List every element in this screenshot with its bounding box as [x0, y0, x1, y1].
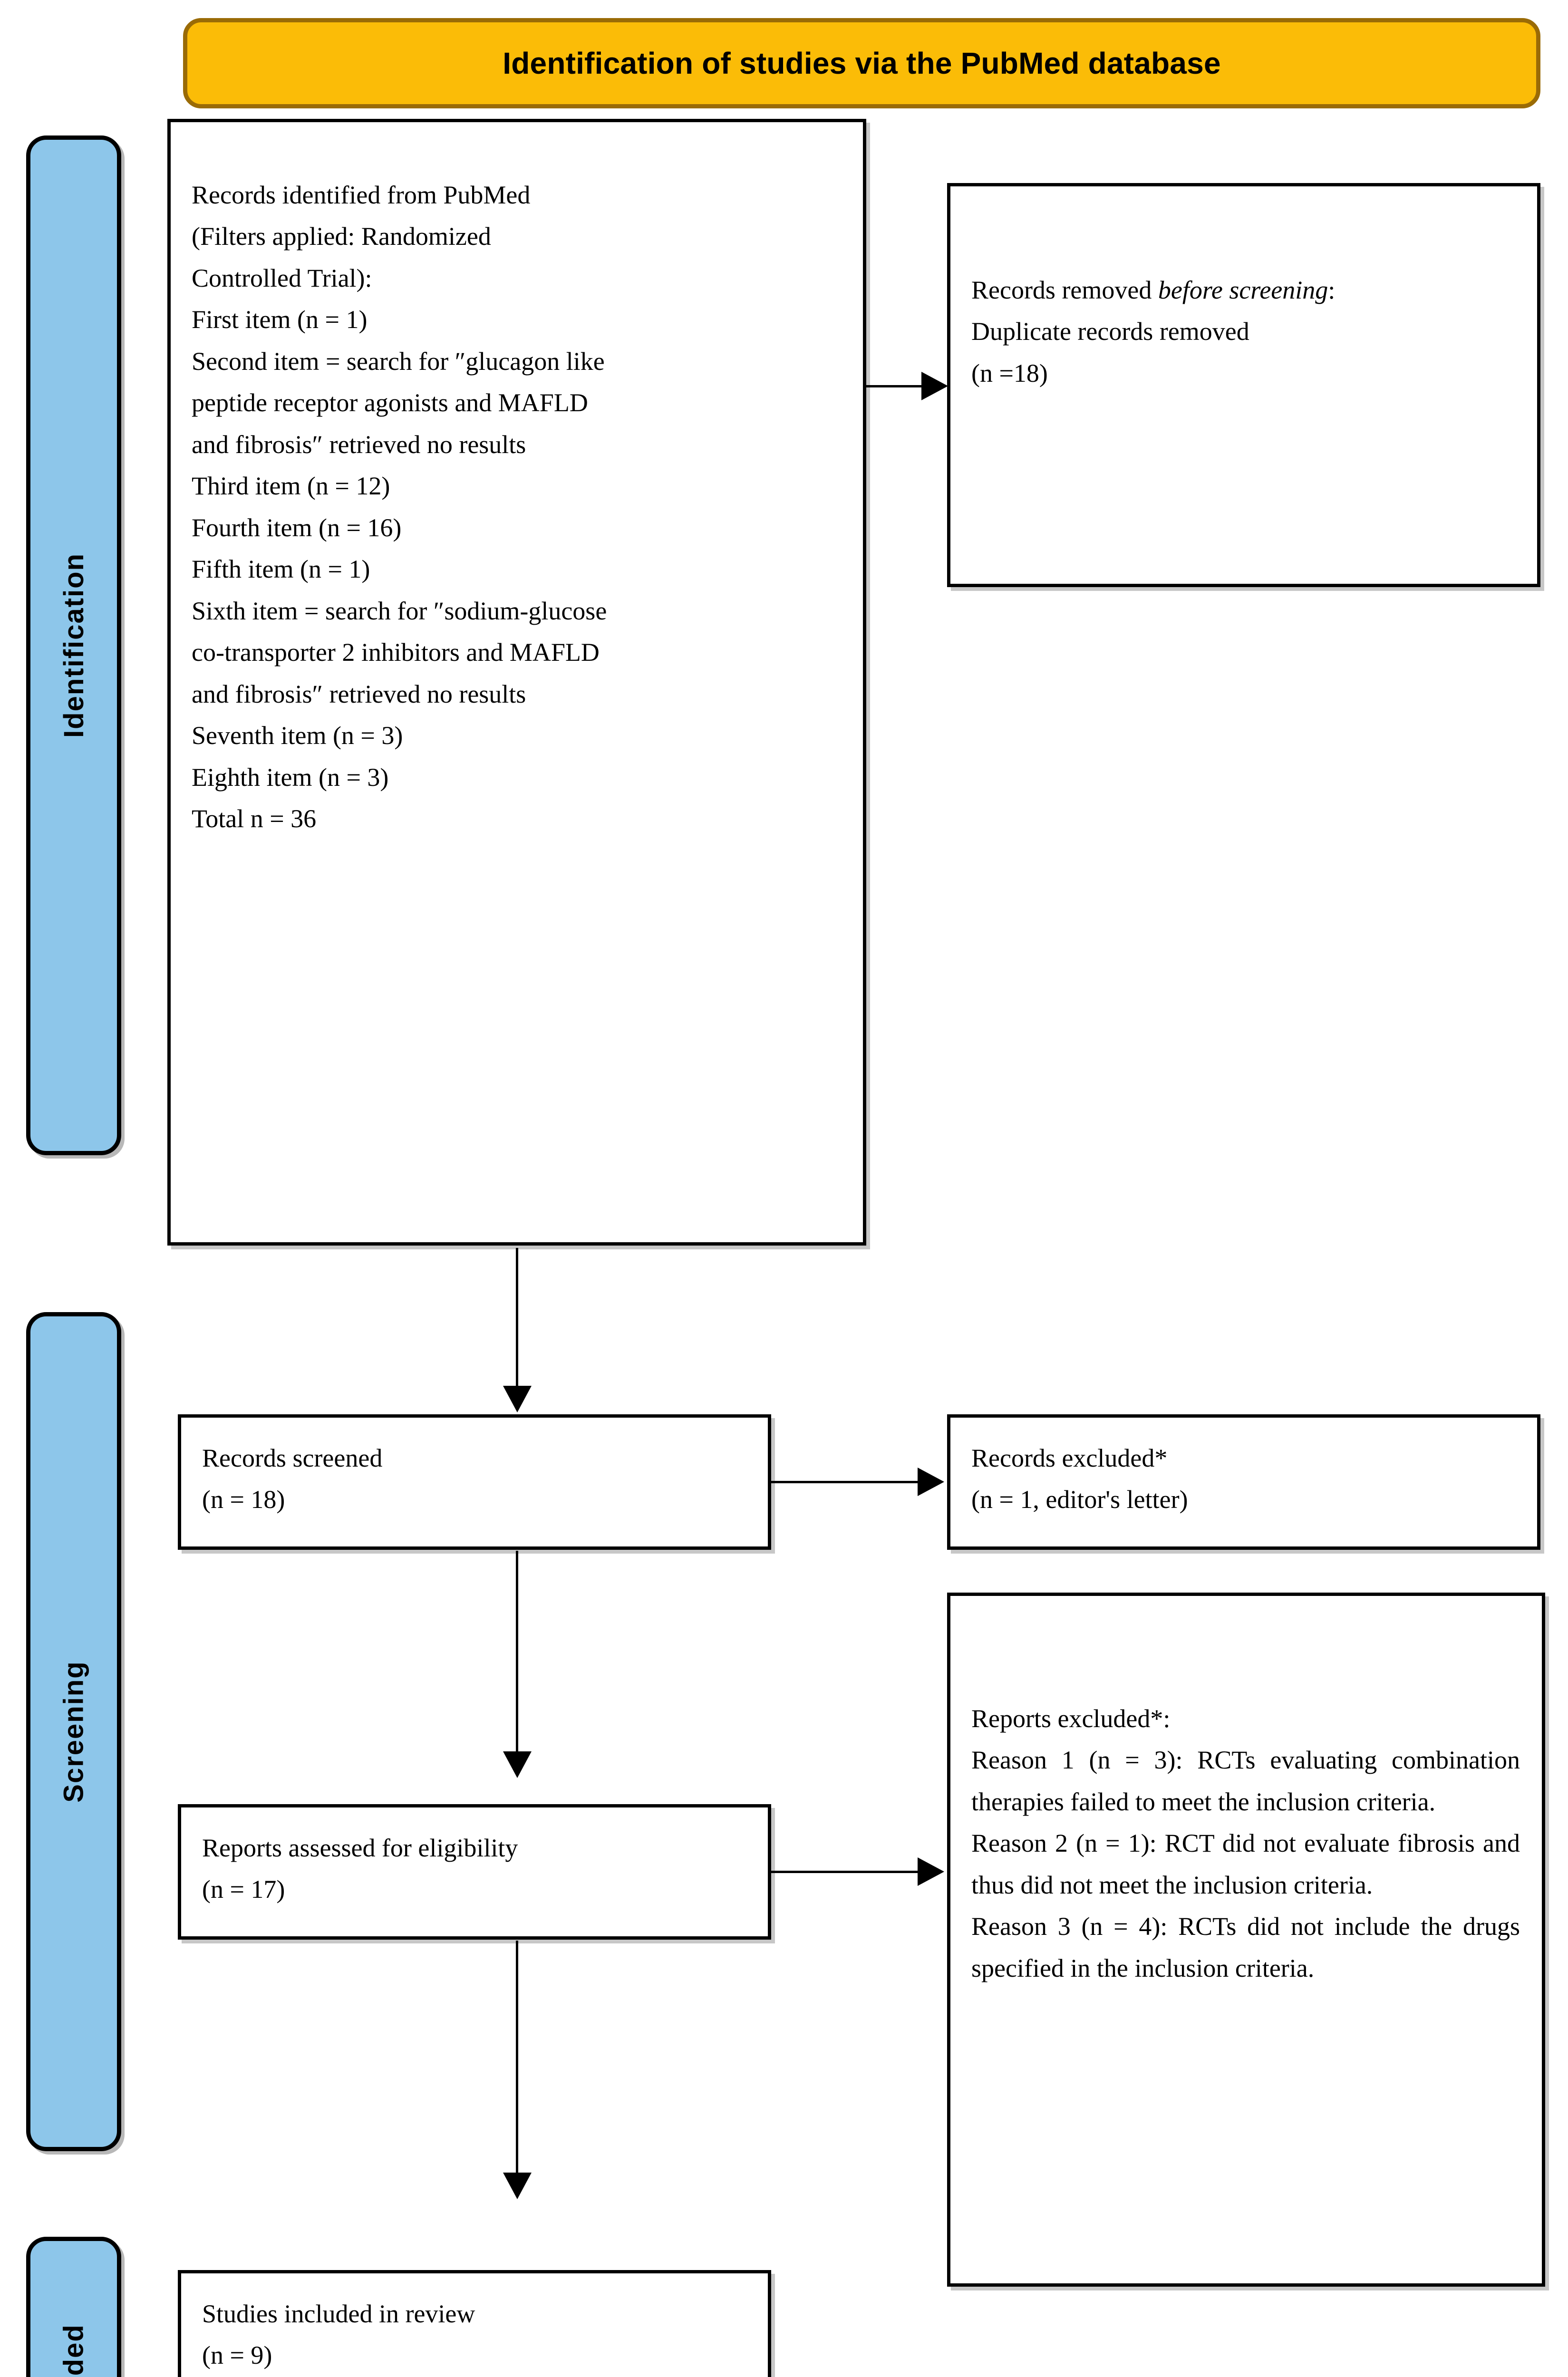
stage-label-identification-text: Identification: [58, 553, 89, 738]
records-removed-count: (n =18): [971, 358, 1048, 387]
box-records-identified: Records identified from PubMed (Filters …: [167, 119, 866, 1246]
records-identified-line: peptide receptor agonists and MAFLD: [192, 388, 588, 417]
stage-label-identification: Identification: [26, 135, 121, 1155]
connector-identified-to-removed: [866, 385, 923, 387]
records-identified-line: Records identified from PubMed: [192, 181, 531, 209]
studies-included-title: Studies included in review: [202, 2300, 475, 2328]
records-identified-line: Seventh item (n = 3): [192, 721, 403, 750]
records-removed-italic: before screening: [1158, 276, 1328, 304]
reports-excluded-title: Reports excluded*:: [971, 1704, 1171, 1733]
box-reports-excluded: Reports excluded*: Reason 1 (n = 3): RCT…: [947, 1593, 1545, 2287]
records-identified-line: and fibrosis″ retrieved no results: [192, 679, 526, 708]
records-identified-line: Second item = search for ″glucagon like: [192, 347, 605, 376]
records-identified-line: and fibrosis″ retrieved no results: [192, 430, 526, 459]
connector-eligibility-to-included: [516, 1941, 518, 2176]
records-removed-prefix: Records removed: [971, 276, 1158, 304]
arrow-right-icon: [918, 1468, 944, 1496]
box-records-removed: Records removed before screening: Duplic…: [947, 183, 1540, 587]
reports-assessed-title: Reports assessed for eligibility: [202, 1834, 518, 1862]
records-screened-count: (n = 18): [202, 1485, 285, 1514]
connector-eligibility-to-reports-excluded: [771, 1871, 919, 1873]
arrow-down-icon: [503, 1751, 532, 1778]
reports-excluded-reason: Reason 1 (n = 3): RCTs evaluating combin…: [971, 1746, 1520, 1816]
arrow-right-icon: [921, 372, 948, 400]
records-removed-suffix: :: [1328, 276, 1336, 304]
stage-label-included-text: Included: [58, 2324, 90, 2377]
records-identified-line: Eighth item (n = 3): [192, 763, 389, 792]
records-excluded-title: Records excluded*: [971, 1444, 1168, 1472]
records-identified-line: Controlled Trial):: [192, 263, 372, 292]
stage-label-included: Included: [26, 2237, 121, 2377]
reports-excluded-reason: Reason 2 (n = 1): RCT did not evaluate f…: [971, 1829, 1520, 1899]
records-identified-line: co-transporter 2 inhibitors and MAFLD: [192, 638, 600, 667]
reports-assessed-count: (n = 17): [202, 1875, 285, 1904]
stage-label-screening: Screening: [26, 1312, 121, 2151]
connector-identified-to-screened: [516, 1248, 518, 1391]
arrow-right-icon: [918, 1857, 944, 1886]
records-removed-heading: Records removed before screening:: [971, 270, 1518, 311]
connector-screened-to-eligibility: [516, 1551, 518, 1755]
arrow-down-icon: [503, 2173, 532, 2199]
records-identified-line: Fourth item (n = 16): [192, 513, 402, 542]
records-identified-line: (Filters applied: Randomized: [192, 222, 491, 251]
reports-excluded-reason: Reason 3 (n = 4): RCTs did not include t…: [971, 1912, 1520, 1982]
stage-label-screening-text: Screening: [58, 1661, 89, 1803]
box-records-screened: Records screened (n = 18): [178, 1414, 771, 1550]
records-identified-line: First item (n = 1): [192, 305, 368, 334]
records-identified-line: Sixth item = search for ″sodium-glucose: [192, 596, 607, 625]
diagram-header-banner: Identification of studies via the PubMed…: [183, 18, 1540, 108]
records-excluded-count: (n = 1, editor's letter): [971, 1485, 1188, 1514]
box-studies-included: Studies included in review (n = 9): [178, 2270, 771, 2377]
studies-included-count: (n = 9): [202, 2341, 272, 2370]
box-records-excluded: Records excluded* (n = 1, editor's lette…: [947, 1414, 1540, 1550]
header-title: Identification of studies via the PubMed…: [503, 46, 1221, 80]
records-identified-line: Fifth item (n = 1): [192, 555, 370, 584]
records-removed-detail: Duplicate records removed: [971, 317, 1249, 346]
box-reports-assessed-for-eligibility: Reports assessed for eligibility (n = 17…: [178, 1804, 771, 1940]
records-identified-line: Third item (n = 12): [192, 472, 390, 501]
connector-screened-to-excluded: [771, 1481, 919, 1483]
records-screened-title: Records screened: [202, 1444, 383, 1472]
records-identified-line: Total n = 36: [192, 804, 317, 833]
arrow-down-icon: [503, 1386, 532, 1412]
